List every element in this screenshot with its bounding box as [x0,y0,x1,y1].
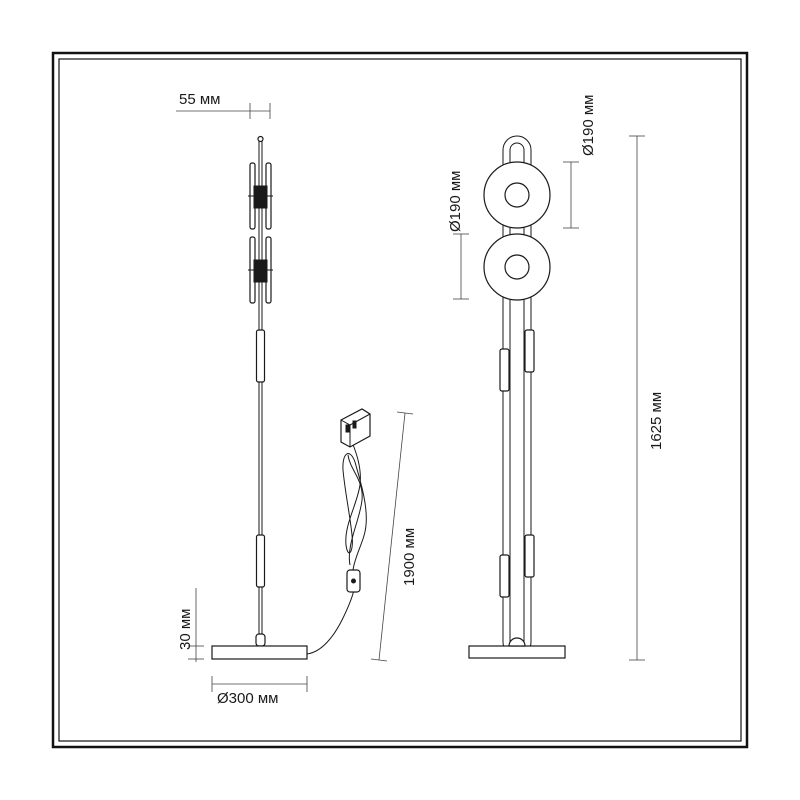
dimension-total-height-label: 1625 мм [648,392,665,450]
side-head-upper [248,162,273,230]
dimension-head-width-label: 55 мм [179,91,220,108]
outer-frame [51,51,749,749]
dimension-total-height: 1625 мм [629,135,665,661]
inner-frame [58,58,742,742]
dimension-head-width: 55 мм [176,91,271,119]
dimension-cable-length-label: 1900 мм [401,528,418,586]
dimension-disc-upper: Ø190 мм [563,95,597,229]
dimension-base-diameter-label: Ø300 мм [217,690,279,707]
power-adapter [340,408,371,448]
dimension-disc-lower-label: Ø190 мм [447,171,464,233]
disc-upper [483,161,551,229]
disc-lower [483,233,551,301]
dimension-cable-length: 1900 мм [370,411,418,662]
dimension-disc-lower: Ø190 мм [447,171,469,300]
side-base [211,645,308,660]
dimension-base-height-label: 30 мм [177,609,194,650]
side-view-lamp: 55 мм 30 мм Ø300 мм 1900 мм [176,91,418,707]
side-head-lower [248,236,273,304]
dimension-disc-upper-label: Ø190 мм [580,95,597,157]
front-base [468,645,566,659]
dimension-base-diameter: Ø300 мм [211,676,308,707]
front-view-lamp: Ø190 мм Ø190 мм 1625 мм [447,95,665,661]
dimension-base-height: 30 мм [177,588,204,662]
